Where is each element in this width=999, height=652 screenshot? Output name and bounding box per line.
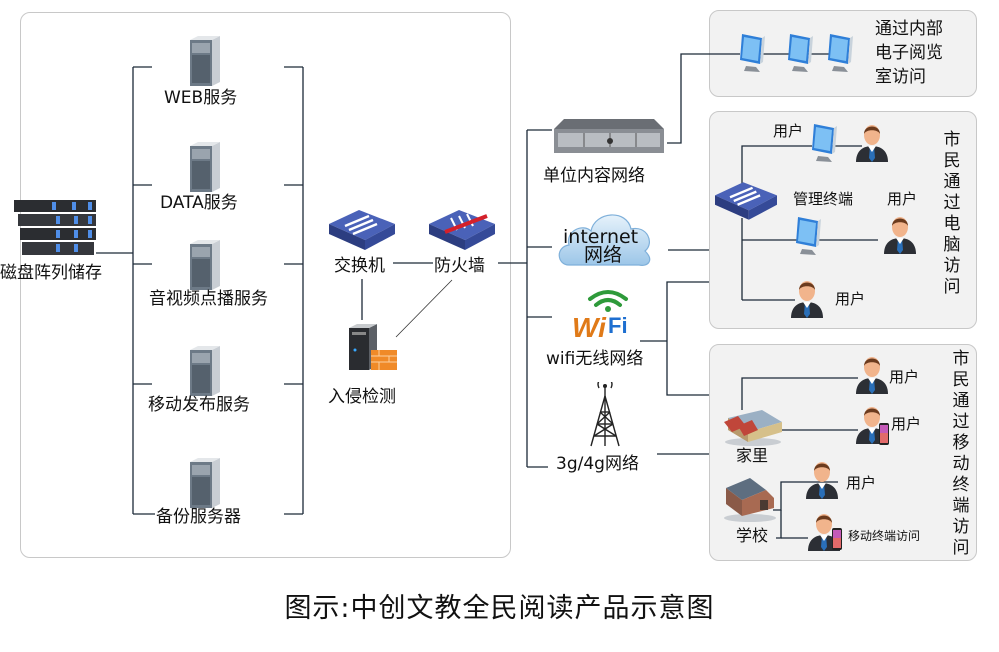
ids-label: 入侵检测 bbox=[328, 387, 396, 407]
rack-reading-link bbox=[667, 53, 740, 144]
wifi-icon: Wi Fi bbox=[572, 285, 640, 345]
cell-tower-icon bbox=[585, 380, 625, 452]
monitor-icon bbox=[826, 32, 856, 78]
wifi-access-link bbox=[666, 281, 709, 396]
network-label-internet-line2: 网络 bbox=[584, 244, 623, 266]
monitor-icon bbox=[810, 122, 840, 168]
user-avatar-icon bbox=[789, 278, 825, 322]
firewall-ids-link bbox=[395, 279, 453, 338]
tower-server-icon bbox=[186, 456, 222, 512]
server-label-mobile-publish: 移动发布服务 bbox=[148, 395, 250, 415]
tower-server-icon bbox=[186, 140, 222, 196]
house-icon bbox=[722, 400, 784, 450]
mobile-terminal-label: 移动终端访问 bbox=[848, 529, 921, 543]
rack-server-icon bbox=[554, 117, 666, 159]
pc-user-label-3: 用户 bbox=[835, 290, 866, 308]
reading-room-title-line1: 通过内部 bbox=[875, 19, 943, 39]
server-label-backup: 备份服务器 bbox=[156, 507, 241, 527]
user-avatar-icon bbox=[882, 214, 918, 258]
firewall-label: 防火墙 bbox=[434, 256, 485, 276]
school-label: 学校 bbox=[736, 526, 769, 545]
pc-access-title: 市民通过电脑访问 bbox=[943, 130, 961, 297]
cloud-icon bbox=[555, 205, 655, 275]
svg-text:Wi: Wi bbox=[572, 312, 607, 341]
server-label-web: WEB服务 bbox=[164, 88, 238, 108]
network-label-unit: 单位内容网络 bbox=[543, 166, 645, 186]
switch-label: 交换机 bbox=[334, 256, 385, 276]
home-user-label-2: 用户 bbox=[891, 415, 922, 433]
reading-room-title-line2: 电子阅览 bbox=[875, 43, 943, 63]
home-label: 家里 bbox=[736, 446, 769, 465]
school-user-label: 用户 bbox=[846, 474, 877, 492]
storage-label: 磁盘阵列储存 bbox=[0, 263, 102, 283]
tower-server-icon bbox=[186, 34, 222, 90]
network-label-wifi: wifi无线网络 bbox=[546, 349, 644, 369]
mobile-access-title: 市民通过移动终端访问 bbox=[952, 349, 970, 558]
mobile-access-panel bbox=[709, 344, 977, 561]
svg-text:Fi: Fi bbox=[608, 313, 628, 338]
diagram-caption: 图示:中创文教全民阅读产品示意图 bbox=[284, 593, 715, 624]
switch-icon bbox=[715, 180, 777, 226]
network-label-cell: 3g/4g网络 bbox=[556, 454, 639, 474]
user-avatar-icon bbox=[854, 122, 890, 166]
intrusion-detection-icon bbox=[345, 320, 399, 378]
network-label-internet-line1: internet bbox=[563, 226, 639, 248]
pc-user-label-1: 用户 bbox=[773, 122, 804, 140]
monitor-icon bbox=[794, 215, 824, 261]
admin-terminal-label: 管理终端 bbox=[793, 190, 854, 208]
server-label-vod: 音视频点播服务 bbox=[149, 289, 268, 309]
user-avatar-icon bbox=[854, 354, 890, 398]
disk-array-icon bbox=[12, 198, 98, 258]
school-icon bbox=[722, 474, 778, 526]
monitor-icon bbox=[738, 32, 768, 78]
user-avatar-icon bbox=[804, 459, 840, 503]
home-user-label-1: 用户 bbox=[889, 368, 920, 386]
switch-icon bbox=[329, 208, 395, 256]
server-label-data: DATA服务 bbox=[160, 193, 238, 213]
monitor-icon bbox=[786, 32, 816, 78]
pc-user-label-2: 用户 bbox=[887, 190, 918, 208]
pc-access-panel bbox=[709, 111, 977, 329]
server-room-panel bbox=[20, 12, 511, 558]
firewall-icon bbox=[429, 208, 495, 256]
reading-room-title-line3: 室访问 bbox=[875, 67, 926, 87]
smartphone-icon bbox=[879, 423, 889, 449]
tower-server-icon bbox=[186, 344, 222, 400]
tower-server-icon bbox=[186, 238, 222, 294]
smartphone-icon bbox=[832, 528, 842, 554]
